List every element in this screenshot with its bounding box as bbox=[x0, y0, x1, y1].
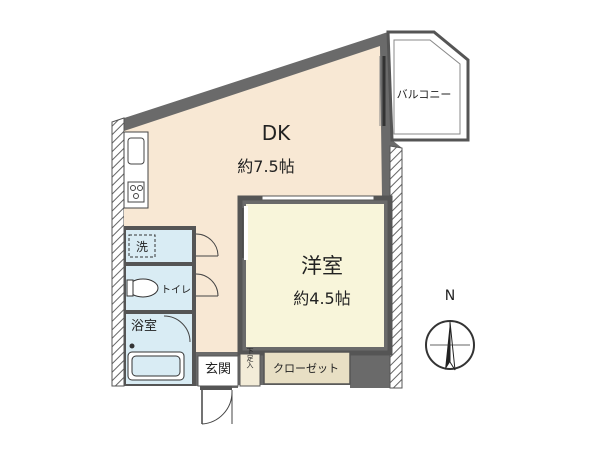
western-door-opening bbox=[244, 206, 248, 260]
bathtub-inner bbox=[131, 355, 181, 377]
toilet-door-swing bbox=[195, 273, 219, 297]
stove bbox=[127, 181, 145, 203]
dk-room-label: DK bbox=[262, 121, 291, 145]
entrance-door-swing bbox=[201, 391, 233, 425]
north-label: N bbox=[445, 288, 455, 304]
toilet-label: トイレ bbox=[161, 285, 191, 296]
western-size-label: 約4.5帖 bbox=[293, 289, 350, 308]
entrance-label: 玄関 bbox=[205, 362, 231, 377]
compass-needle-dark bbox=[445, 322, 450, 370]
burner-1 bbox=[130, 185, 136, 191]
burner-2 bbox=[137, 185, 143, 191]
hatched-wall-left bbox=[111, 117, 125, 387]
balcony-label: バルコニー bbox=[397, 88, 452, 101]
washer-box bbox=[128, 234, 156, 258]
washer-door-swing bbox=[195, 233, 219, 257]
dk-size-label: 約7.5帖 bbox=[237, 157, 294, 176]
western-window bbox=[261, 195, 375, 201]
toilet-tank bbox=[126, 279, 134, 297]
closet bbox=[263, 351, 351, 385]
burner-3 bbox=[133, 193, 139, 199]
bathroom-door-swing bbox=[163, 315, 191, 343]
sink bbox=[127, 137, 145, 165]
shoe-box-label: 下足入 bbox=[246, 348, 254, 369]
balcony-inner bbox=[393, 39, 461, 135]
entrance-floor bbox=[197, 355, 239, 387]
washer-label: 洗 bbox=[136, 240, 148, 254]
closet-label: クローゼット bbox=[273, 362, 339, 375]
shoe-box bbox=[239, 353, 261, 387]
compass-needle-light bbox=[449, 321, 456, 371]
bath-drain bbox=[129, 343, 135, 349]
bathroom-label: 浴室 bbox=[131, 318, 157, 334]
western-room-label: 洋室 bbox=[301, 254, 343, 278]
entrance-door-frame bbox=[200, 386, 232, 390]
